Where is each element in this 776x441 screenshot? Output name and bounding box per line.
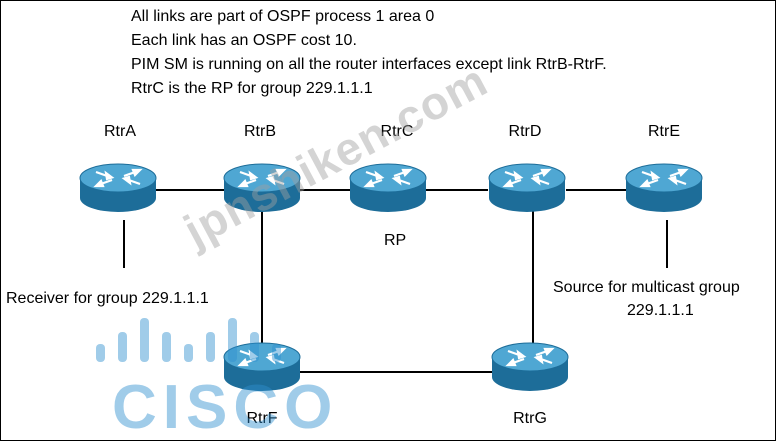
logo-bar — [228, 318, 237, 362]
cisco-logo-text: CISCO — [112, 373, 339, 441]
note-rp: RtrC is the RP for group 229.1.1.1 — [131, 80, 373, 97]
router-label-rtra: RtrA — [104, 123, 136, 140]
logo-bar — [162, 332, 171, 362]
logo-bar — [184, 344, 193, 362]
note-ospf-cost: Each link has an OSPF cost 10. — [131, 32, 357, 49]
logo-bar — [118, 332, 127, 362]
router-label-rtrd: RtrD — [508, 123, 542, 140]
source-label-line2: 229.1.1.1 — [627, 302, 694, 319]
logo-bar — [96, 344, 105, 362]
router-icon-rtrd — [487, 162, 567, 214]
receiver-label: Receiver for group 229.1.1.1 — [6, 290, 209, 307]
note-pim-sm: PIM SM is running on all the router inte… — [131, 56, 607, 73]
rp-label: RP — [384, 232, 407, 249]
logo-bar — [140, 318, 149, 362]
router-label-rtrg: RtrG — [513, 410, 547, 427]
router-icon-rtra — [78, 162, 158, 214]
source-label-line1: Source for multicast group — [553, 279, 740, 296]
router-label-rtrf: RtrF — [246, 410, 278, 427]
router-label-rtrc: RtrC — [380, 123, 414, 140]
router-label-rtre: RtrE — [648, 123, 680, 140]
router-icon-rtrg — [490, 341, 570, 393]
logo-bar — [206, 332, 215, 362]
router-icon-rtre — [624, 162, 704, 214]
note-ospf-area: All links are part of OSPF process 1 are… — [131, 8, 435, 25]
logo-bar — [250, 332, 259, 362]
router-label-rtrb: RtrB — [244, 123, 276, 140]
logo-bar — [272, 344, 281, 362]
